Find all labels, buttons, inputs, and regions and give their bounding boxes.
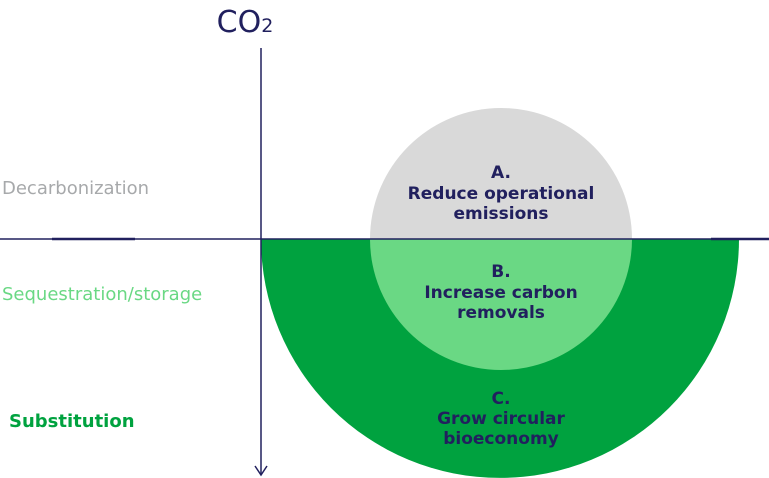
circle-b-letter: B. bbox=[491, 262, 510, 282]
circle-c-line1: Grow circular bbox=[437, 409, 565, 429]
axis-title-main: CO bbox=[217, 5, 262, 40]
axis-title: CO2 bbox=[217, 5, 274, 40]
circle-c-letter: C. bbox=[492, 389, 511, 409]
decarbonization-half-circle bbox=[370, 108, 632, 239]
axis-title-subscript: 2 bbox=[261, 15, 273, 37]
circle-a-line1: Reduce operational bbox=[408, 184, 595, 204]
label-decarbonization: Decarbonization bbox=[2, 178, 149, 199]
sequestration-half-circle bbox=[370, 239, 632, 370]
label-substitution: Substitution bbox=[9, 411, 135, 432]
axis-arrow-down-icon bbox=[254, 465, 268, 477]
circle-c-line2: bioeconomy bbox=[443, 429, 559, 449]
circle-b-line1: Increase carbon bbox=[424, 283, 577, 303]
label-sequestration: Sequestration/storage bbox=[2, 284, 202, 305]
circle-a-letter: A. bbox=[491, 163, 511, 183]
circle-a-line2: emissions bbox=[453, 204, 548, 224]
circle-b-line2: removals bbox=[457, 303, 545, 323]
